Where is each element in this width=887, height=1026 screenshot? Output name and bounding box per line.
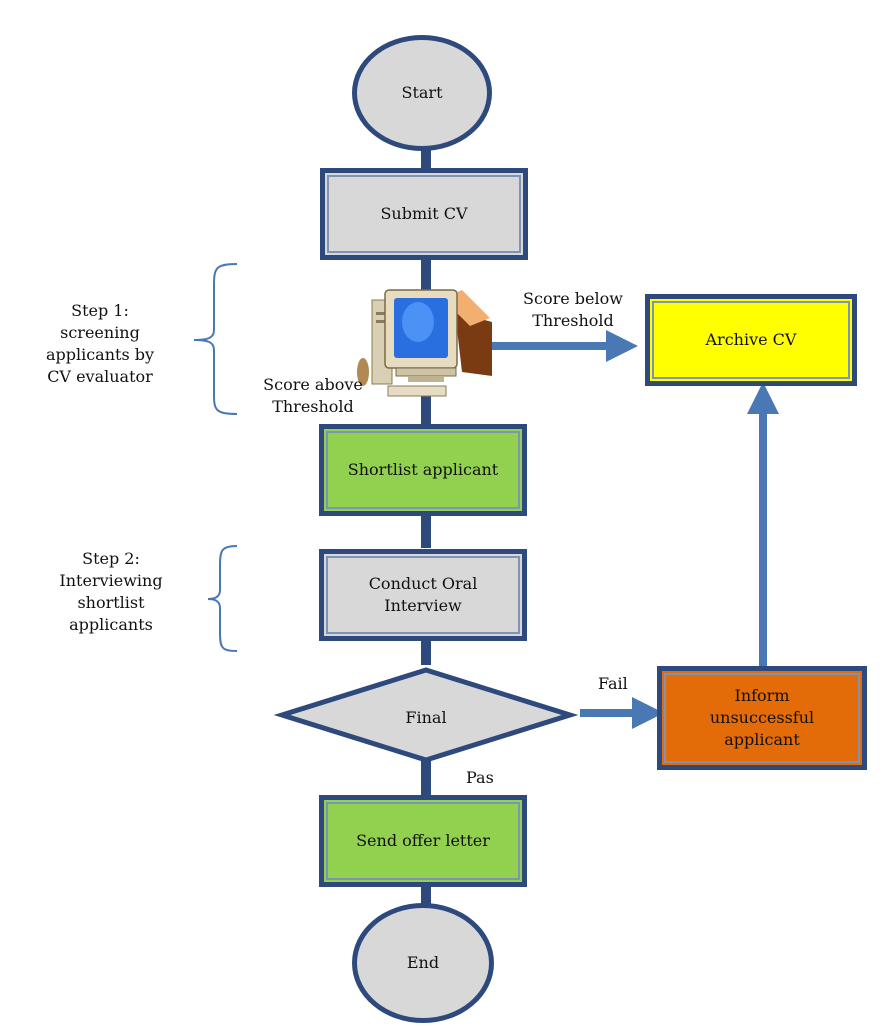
submit-cv-label: Submit CV	[380, 204, 468, 223]
start-label: Start	[401, 83, 443, 102]
start-node: Start	[352, 35, 492, 151]
submit-cv-box: Submit CV	[320, 168, 528, 260]
interview-box: Conduct Oral Interview	[319, 549, 527, 641]
final-decision: Final	[366, 706, 486, 730]
score-below-label: Score below Threshold	[523, 289, 623, 330]
end-node: End	[352, 903, 494, 1023]
step1-label: Step 1: screening applicants by CV evalu…	[45, 301, 155, 386]
decision-diamond	[273, 667, 579, 763]
archive-cv-box: Archive CV	[645, 294, 857, 386]
step2-brace	[207, 545, 238, 652]
pass-label: Pas	[466, 768, 494, 787]
offer-box: Send offer letter	[319, 795, 527, 887]
computer-icon	[357, 289, 492, 397]
score-above-label: Score above Threshold	[263, 375, 363, 416]
archive-cv-label: Archive CV	[705, 330, 797, 349]
fail-label: Fail	[598, 674, 628, 693]
final-label: Final	[405, 708, 447, 727]
end-label: End	[406, 953, 440, 972]
interview-label: Conduct Oral Interview	[368, 574, 478, 615]
inform-label: Inform unsuccessful applicant	[709, 686, 815, 749]
step1-brace	[193, 263, 238, 415]
shortlist-label: Shortlist applicant	[347, 460, 499, 479]
step2-label: Step 2: Interviewing shortlist applicant…	[59, 549, 163, 634]
shortlist-box: Shortlist applicant	[319, 424, 527, 516]
inform-box: Inform unsuccessful applicant	[657, 666, 867, 770]
branch-arrows	[492, 330, 779, 729]
offer-label: Send offer letter	[356, 831, 490, 850]
